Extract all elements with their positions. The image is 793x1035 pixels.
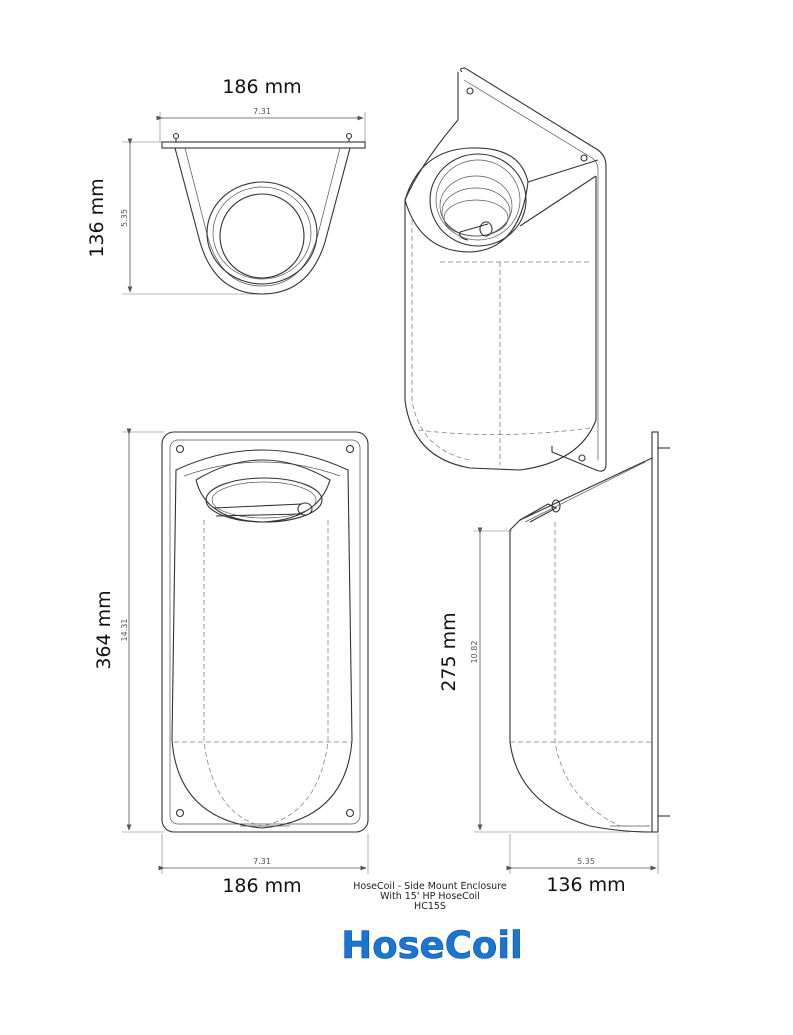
top-view: 186 mm 7.31 136 mm 5.35: [86, 76, 366, 295]
front-view: 364 mm 14.31 7.31 186 mm: [93, 428, 369, 897]
caption-line-3: HC15S: [414, 901, 446, 912]
side-height-mm: 275 mm: [438, 612, 460, 691]
drawing-caption: HoseCoil - Side Mount Enclosure With 15'…: [300, 882, 560, 912]
top-width-in: 7.31: [253, 107, 271, 116]
front-height-in: 14.31: [120, 619, 129, 642]
side-view: 275 mm 10.82 5.35 136 mm: [438, 431, 670, 896]
side-depth-mm: 136 mm: [546, 874, 625, 896]
side-depth-in: 5.35: [577, 857, 595, 866]
caption-line-1: HoseCoil - Side Mount Enclosure: [353, 881, 507, 892]
front-width-mm: 186 mm: [222, 875, 301, 897]
hosecoil-logo: HoseCoil: [341, 924, 523, 968]
front-width-in: 7.31: [253, 857, 271, 866]
caption-line-2: With 15' HP HoseCoil: [380, 891, 480, 902]
top-width-mm: 186 mm: [222, 76, 301, 98]
isometric-view: [404, 67, 607, 472]
side-height-in: 10.82: [470, 641, 479, 664]
top-depth-in: 5.35: [120, 209, 129, 227]
front-height-mm: 364 mm: [93, 590, 115, 669]
top-depth-mm: 136 mm: [86, 178, 108, 257]
logo-text: HoseCoil: [341, 924, 522, 967]
